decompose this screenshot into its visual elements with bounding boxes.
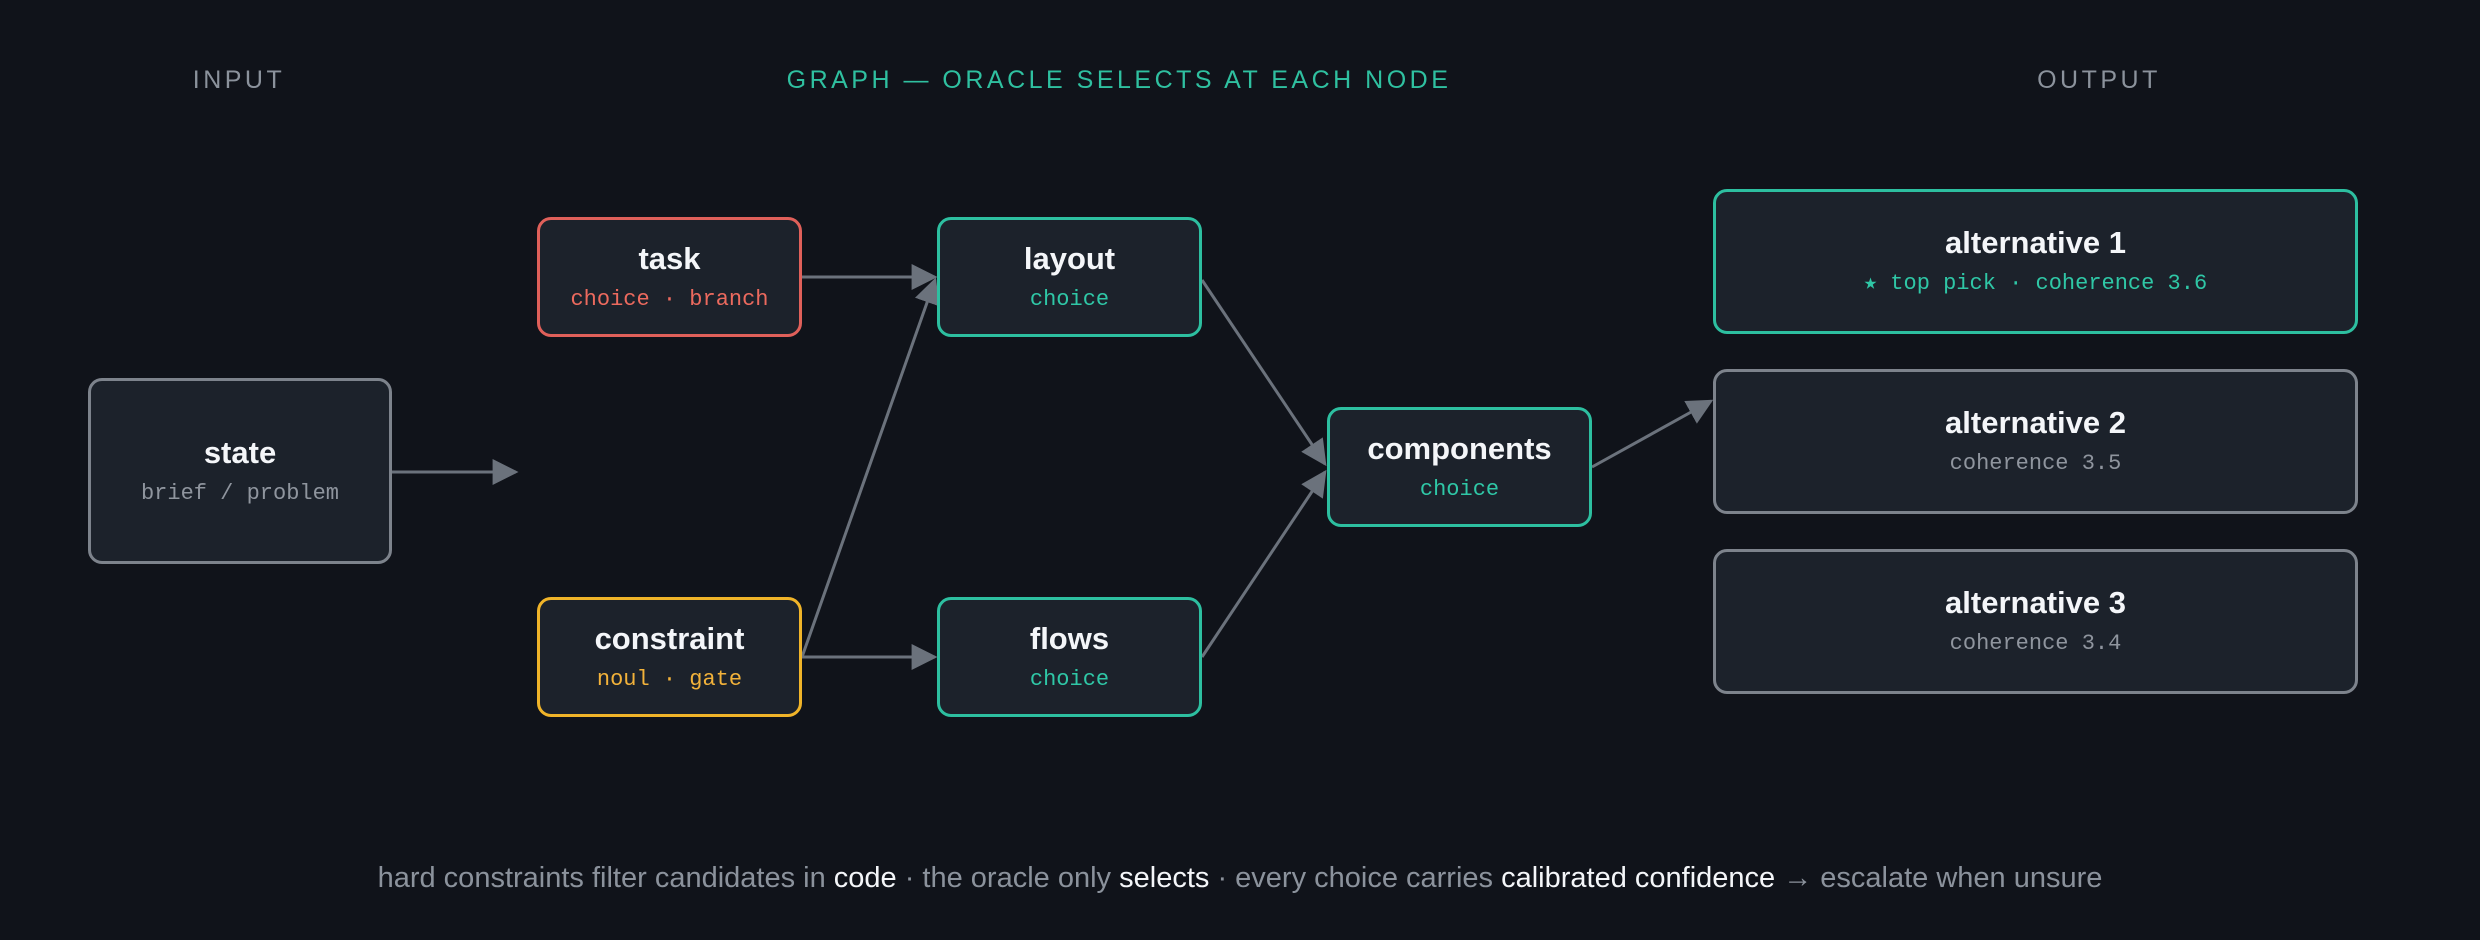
- task-node-subtitle: choice · branch: [570, 286, 769, 312]
- layout-node-title: layout: [1023, 240, 1116, 276]
- alternative-2-card: alternative 2 coherence 3.5: [1713, 369, 2358, 514]
- components-node-subtitle: choice: [1419, 476, 1500, 502]
- alternative-3-card: alternative 3 coherence 3.4: [1713, 549, 2358, 694]
- edge-flows-to-components: [1200, 469, 1327, 658]
- task-node: task choice · branch: [537, 217, 802, 337]
- edge-components-to-alternative-1: [1591, 399, 1714, 469]
- caption-text-1: hard constraints filter candidates in: [377, 862, 834, 894]
- caption-text-4: → escalate when unsure: [1775, 862, 2103, 894]
- alternative-1-card: alternative 1 ★ top pick · coherence 3.6: [1713, 189, 2358, 334]
- flows-node: flows choice: [937, 597, 1202, 717]
- caption-text-2: · the oracle only: [896, 862, 1120, 894]
- state-node-title: state: [203, 434, 277, 470]
- state-node: state brief / problem: [88, 378, 392, 564]
- alternative-2-title: alternative 2: [1945, 405, 2126, 441]
- layout-node-subtitle: choice: [1029, 286, 1110, 312]
- output-section-label: OUTPUT: [2037, 66, 2161, 94]
- state-node-subtitle: brief / problem: [140, 480, 340, 506]
- flows-node-subtitle: choice: [1029, 666, 1110, 692]
- footer-caption: hard constraints filter candidates in co…: [378, 862, 2103, 895]
- caption-highlight-code: code: [833, 862, 897, 894]
- constraint-node: constraint noul · gate: [537, 597, 802, 717]
- caption-text-3: · every choice carries: [1209, 862, 1502, 894]
- task-node-title: task: [638, 240, 701, 276]
- alternative-2-subtitle: coherence 3.5: [1949, 451, 2122, 477]
- constraint-node-title: constraint: [594, 620, 745, 656]
- components-node-title: components: [1367, 430, 1552, 466]
- input-section-label: INPUT: [192, 66, 286, 94]
- alternative-1-subtitle: ★ top pick · coherence 3.6: [1863, 271, 2208, 297]
- graph-section-label: GRAPH — ORACLE SELECTS AT EACH NODE: [786, 66, 1452, 94]
- edge-layout-to-components: [1200, 279, 1327, 467]
- edge-constraint-to-layout: [800, 277, 940, 658]
- layout-node: layout choice: [937, 217, 1202, 337]
- constraint-node-subtitle: noul · gate: [596, 666, 743, 692]
- alternative-3-subtitle: coherence 3.4: [1949, 631, 2122, 657]
- flows-node-title: flows: [1029, 620, 1110, 656]
- alternative-3-title: alternative 3: [1945, 585, 2126, 621]
- alternative-1-title: alternative 1: [1945, 225, 2126, 261]
- caption-highlight-selects: selects: [1119, 862, 1210, 894]
- components-node: components choice: [1327, 407, 1592, 527]
- caption-highlight-confidence: calibrated confidence: [1501, 862, 1776, 894]
